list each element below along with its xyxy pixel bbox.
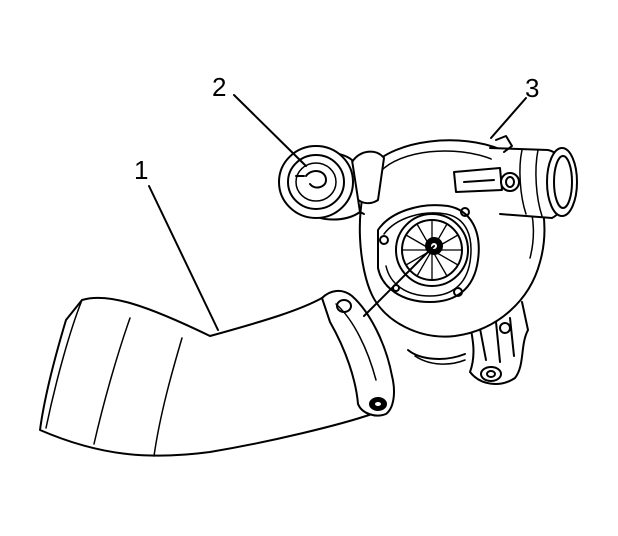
callout-1: 1 <box>134 155 149 185</box>
leader-line-2 <box>233 94 307 167</box>
leader-line-duct-to-wheel <box>363 245 435 317</box>
callout-3: 3 <box>525 73 540 103</box>
leader-line-3 <box>490 97 527 139</box>
callout-2: 2 <box>212 72 227 102</box>
leader-line-1 <box>148 185 219 331</box>
intake-duct-icon <box>39 290 395 457</box>
leader-lines <box>148 94 527 331</box>
wastegate-actuator-icon <box>278 145 361 221</box>
turbocharger-icon <box>346 135 578 385</box>
